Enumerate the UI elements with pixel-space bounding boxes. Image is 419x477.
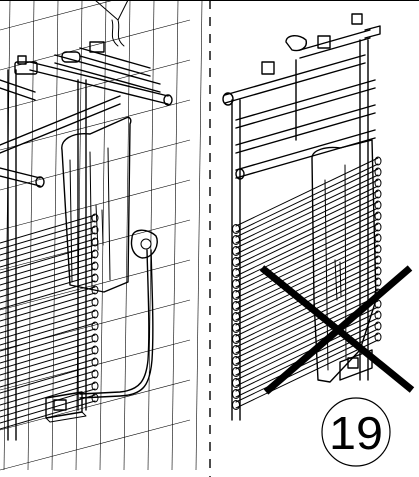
- radiator-lower-tubes-right: [232, 156, 382, 410]
- radiator-upper-tubes-right: [222, 13, 381, 180]
- power-outlet-left: [79, 229, 158, 399]
- right-panel: 19: [222, 13, 415, 467]
- wall-tiles-left: [0, 0, 203, 471]
- radiator-upper-tubes-left: [0, 0, 173, 188]
- towel-left: [61, 116, 132, 293]
- step-number: 19: [329, 407, 383, 459]
- step-number-badge: 19: [321, 397, 391, 467]
- radiator-vertical-rails-left: [7, 69, 87, 441]
- heating-controller-left: [45, 391, 87, 423]
- cross-mark-icon: [259, 265, 415, 395]
- left-panel: [0, 0, 203, 471]
